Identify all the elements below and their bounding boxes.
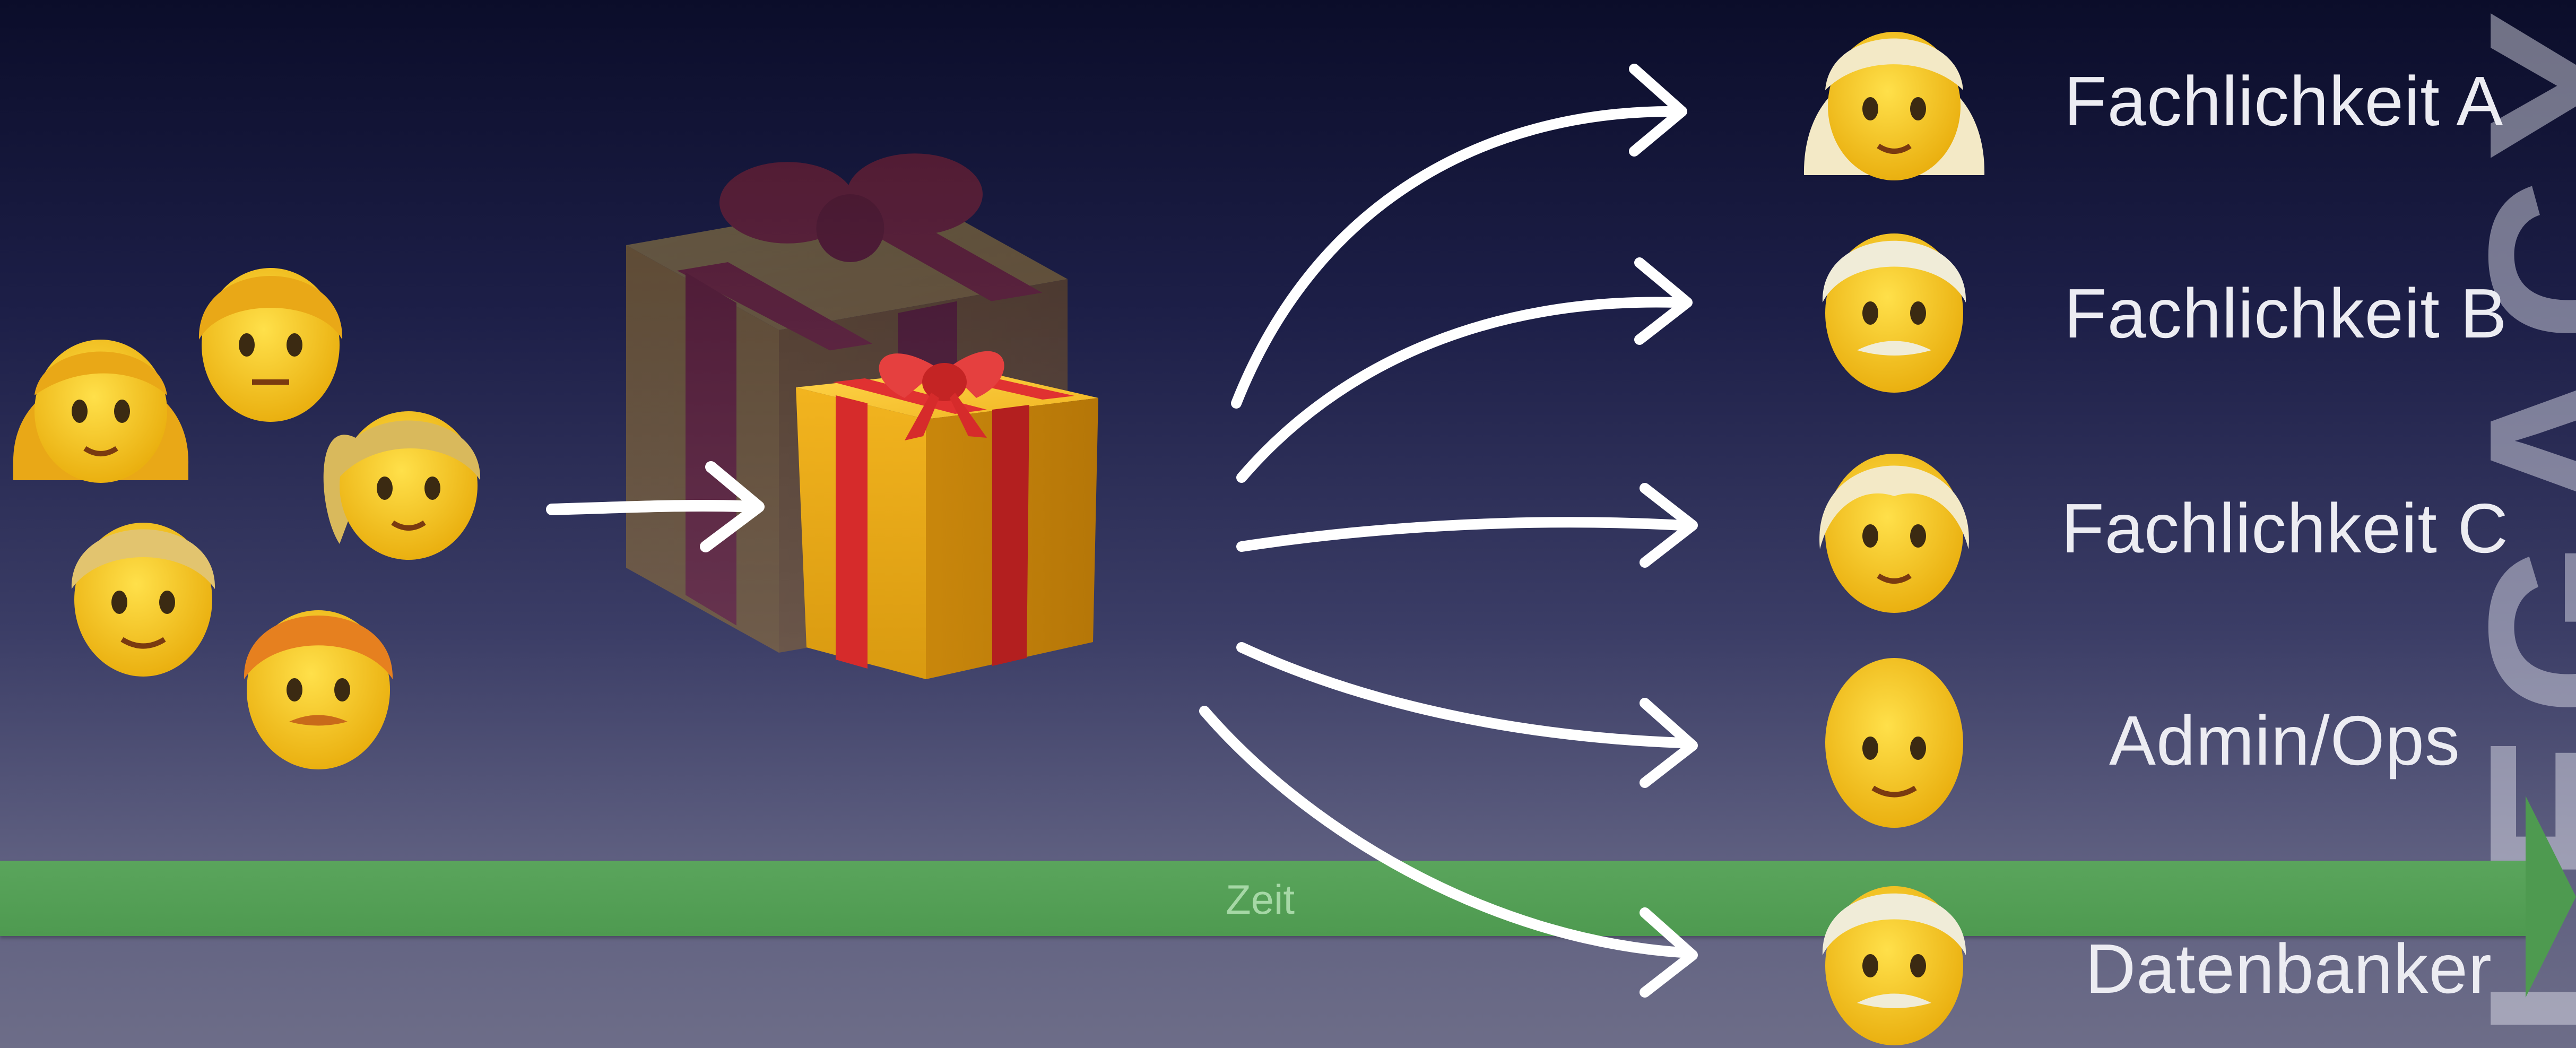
old-man-icon — [1823, 886, 1966, 1045]
arrow-to-role-admin-icon — [1242, 647, 1693, 783]
team-woman-ponytail-icon — [324, 411, 480, 560]
old-man-icon — [1823, 233, 1966, 393]
gift-icon — [796, 351, 1098, 679]
woman-blond-icon — [1804, 32, 1984, 180]
role-label-fachlichkeit-a: Fachlichkeit A — [2064, 61, 2503, 141]
team-man-blond-icon — [72, 523, 215, 677]
output-arrows — [1204, 69, 1693, 992]
arrow-to-role-a-icon — [1236, 69, 1682, 403]
role-label-datenbanker: Datenbanker — [2085, 929, 2492, 1009]
arrow-to-role-db-icon — [1204, 711, 1693, 992]
role-label-fachlichkeit-b: Fachlichkeit B — [2064, 273, 2508, 353]
arrow-to-role-b-icon — [1242, 263, 1687, 478]
team-man-ginger-icon — [244, 610, 393, 769]
role-label-admin-ops: Admin/Ops — [2109, 700, 2460, 781]
team-woman-long-hair-icon — [13, 340, 188, 483]
person-blond-icon — [1819, 454, 1969, 613]
bald-man-icon — [1825, 658, 1963, 828]
role-label-fachlichkeit-c: Fachlichkeit C — [2061, 488, 2509, 568]
arrow-to-role-c-icon — [1242, 488, 1693, 562]
team-man-icon — [199, 268, 342, 422]
